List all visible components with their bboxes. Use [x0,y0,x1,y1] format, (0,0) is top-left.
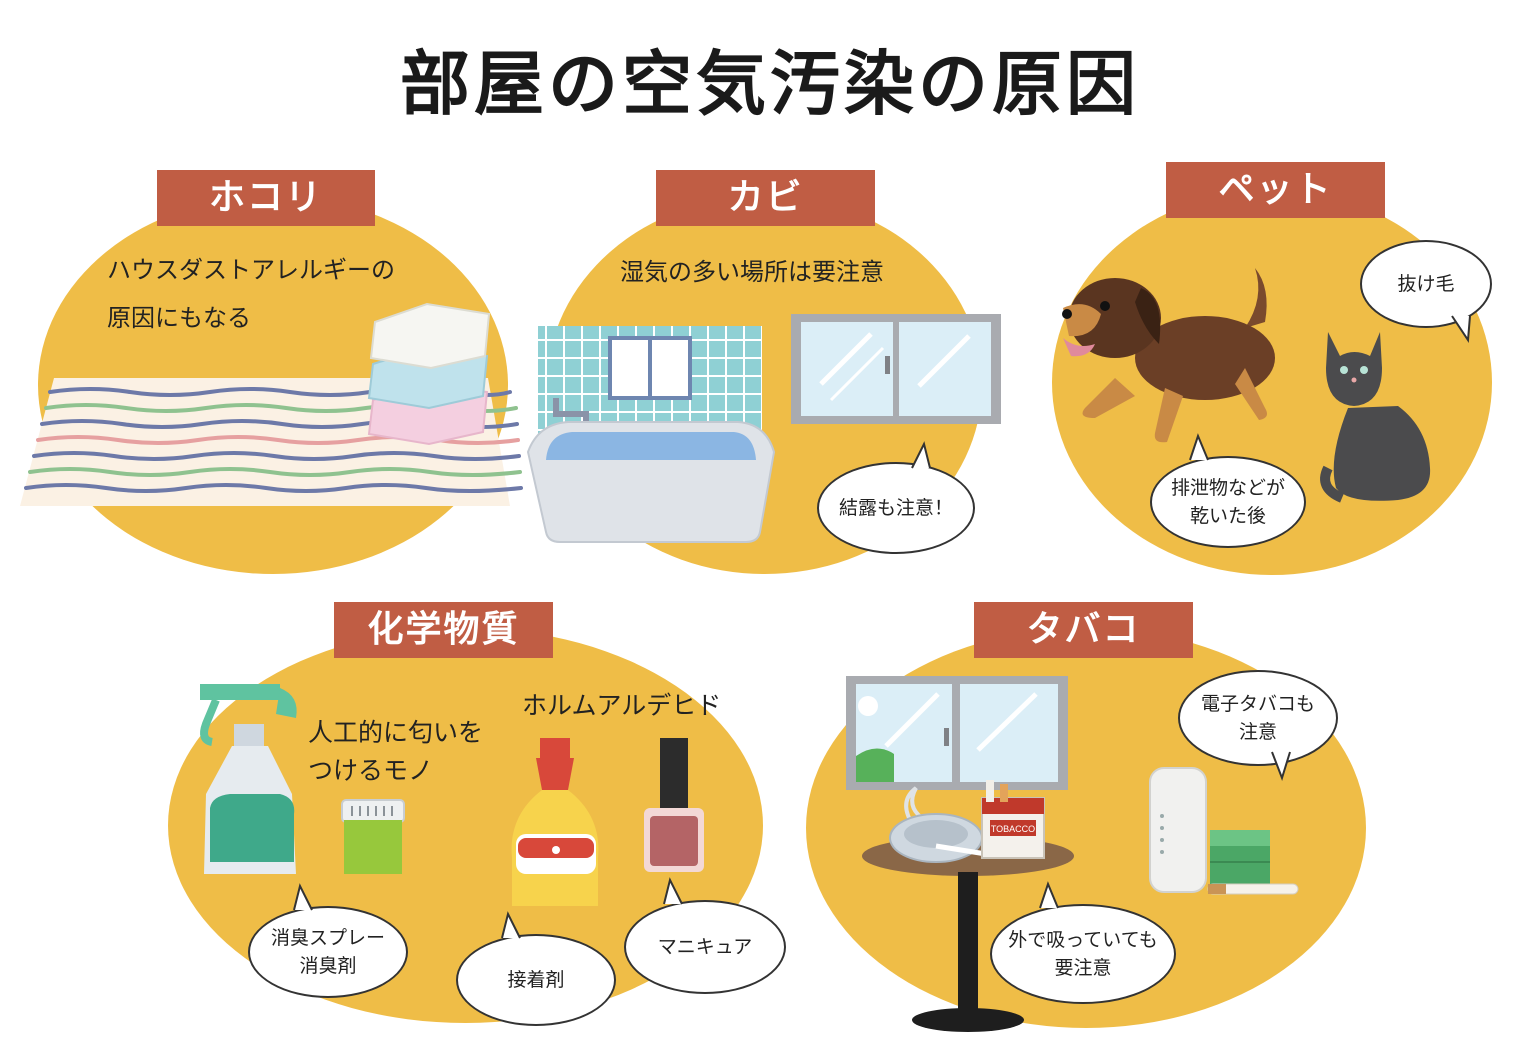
page-title: 部屋の空気汚染の原因 [400,43,1140,125]
bubble-nail-polish: マニキュア [624,900,786,994]
window-icon [791,314,1001,424]
bubble-condensation: 結露も注意！ [817,462,975,554]
bubble-pet-waste-line2: 乾いた後 [1189,505,1266,527]
dust-description: ハウスダストアレルギーの 原因にもなる [107,246,395,342]
bubble-tail [1271,751,1291,782]
nail-polish-icon [644,738,704,872]
bubble-deodorizer-line1: 消臭スプレー [270,927,385,949]
bubble-pet-waste-line1: 排泄物などが [1170,477,1285,499]
banner-mold: カビ [656,170,875,226]
bubble-smoking-outside-line2: 要注意 [1054,957,1112,979]
bubble-deodorizer-line2: 消臭剤 [299,955,357,977]
cat-icon [1320,332,1431,503]
banner-dust: ホコリ [157,170,375,226]
air-freshener-icon [341,799,405,874]
chem-desc-line1: 人工的に匂いを [308,718,484,747]
heated-tobacco-device-icon [1149,767,1299,895]
bubble-deodorizer: 消臭スプレー 消臭剤 [248,906,408,998]
banner-chem: 化学物質 [334,602,553,658]
bubble-tail [1039,881,1059,909]
banner-tobacco: タバコ [974,602,1193,658]
banner-pet: ペット [1166,162,1385,218]
bubble-smoking-outside-line1: 外で吸っていても [1008,929,1158,951]
bathtub-icon [526,326,776,543]
bubble-tail [1189,433,1209,461]
spray-bottle-icon [200,684,297,874]
bubble-smoking-outside: 外で吸っていても 要注意 [990,904,1176,1004]
bubble-pet-waste: 排泄物などが 乾いた後 [1150,456,1306,548]
bubble-adhesive-text: 接着剤 [507,969,565,991]
bubble-e-cigarette: 電子タバコも 注意 [1178,670,1338,766]
chem-desc-line2: つけるモノ [308,756,434,785]
bubble-shedding-text: 抜け毛 [1397,273,1455,295]
bubble-shedding: 抜け毛 [1360,240,1492,328]
glue-bottle-icon [511,738,599,906]
formaldehyde-label: ホルムアルデヒド [522,691,722,720]
bubble-e-cigarette-line2: 注意 [1238,721,1277,743]
bubble-tail [293,883,313,911]
mold-description: 湿気の多い場所は要注意 [620,258,884,286]
bubble-tail [501,911,521,939]
bubble-e-cigarette-line1: 電子タバコも [1200,693,1315,715]
bubble-tail [911,441,931,469]
side-table-icon: TOBACCO [862,780,1074,1032]
bubble-tail [1451,315,1471,343]
dust-desc-line1: ハウスダストアレルギーの [107,256,395,284]
towel-stack-icon [367,302,491,446]
window-outdoor-icon [846,676,1068,790]
dust-desc-line2: 原因にもなる [107,304,251,332]
bubble-condensation-text: 結露も注意！ [838,497,953,519]
chem-description: 人工的に匂いを つけるモノ [308,714,483,790]
tobacco-pack-label: TOBACCO [991,824,1035,834]
dog-icon [1062,268,1275,443]
bubble-nail-polish-text: マニキュア [657,936,753,958]
bubble-adhesive: 接着剤 [456,934,616,1026]
bubble-tail [663,877,683,905]
